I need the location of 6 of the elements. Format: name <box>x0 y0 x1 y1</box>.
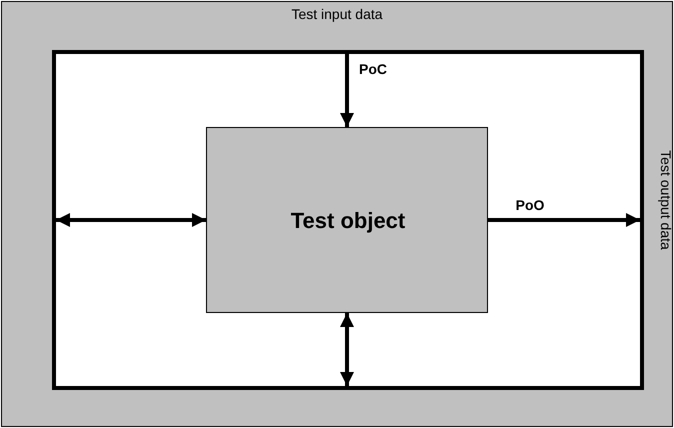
test-object-box <box>206 127 488 313</box>
band-label: Test input data <box>291 6 383 22</box>
test-environment-box <box>52 50 644 390</box>
edge-label: PoO <box>514 197 546 213</box>
band-label: Test output data <box>658 150 674 250</box>
node-label: Test object <box>290 208 406 234</box>
